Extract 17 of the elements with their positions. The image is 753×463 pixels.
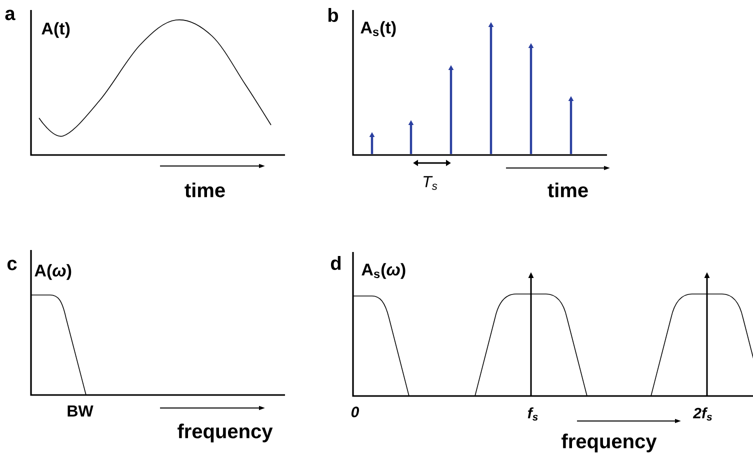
tick-label: BW [68,405,94,416]
axis-label: A(t) [42,22,70,38]
panel-letter: c [7,260,17,270]
panel-letter: b [328,8,338,22]
period-label: T$_{s}$ [424,176,438,190]
axis-label: time [548,182,588,198]
panel-letter: d [330,256,341,270]
axis-label: frequency [562,434,657,452]
axis-label: A$_{s}$(ω) [362,263,406,279]
axis-label: time [184,182,225,198]
panel-letter: a [5,10,16,20]
tick-label: 0 [351,406,360,418]
tick-label: 2f$_{s}$ [692,407,712,421]
axis-label: A$_{s}$(t) [360,21,396,37]
axis-label: frequency [178,424,273,442]
axis-label: A(ω) [34,264,72,280]
tick-label: f$_{s}$ [528,407,538,421]
